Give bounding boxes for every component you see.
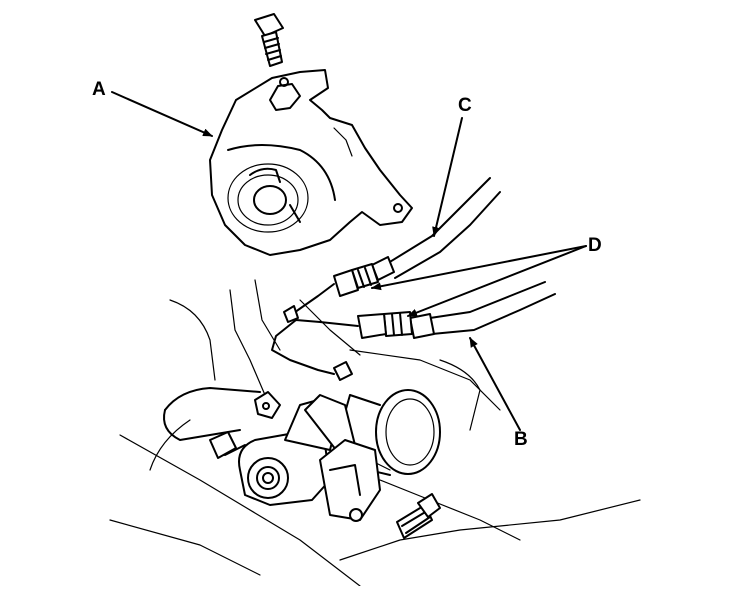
throttle-body (209, 391, 381, 522)
upper-bolt (254, 13, 284, 67)
callout-label-c: C (458, 95, 472, 116)
cables (271, 177, 556, 381)
leader-lines (111, 91, 587, 431)
lower-bolt (396, 493, 441, 539)
intake-duct (163, 387, 441, 476)
callout-label-a: A (92, 79, 106, 100)
callout-label-b: B (514, 429, 528, 450)
callout-label-d: D (588, 235, 602, 256)
throttle-cable-cover (209, 69, 413, 256)
